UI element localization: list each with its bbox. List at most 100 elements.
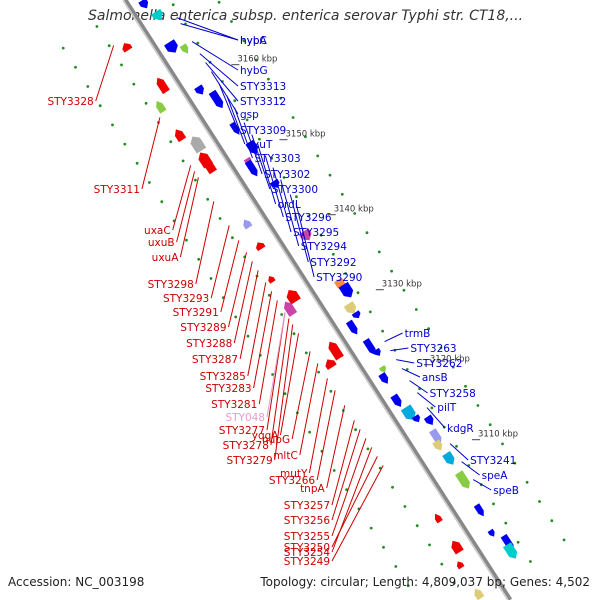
forward-gene-shape xyxy=(442,450,455,465)
track-dot xyxy=(98,104,102,108)
gene-label: STY3277 xyxy=(219,425,265,437)
label-leader xyxy=(226,95,246,145)
gene-label: STY3289 xyxy=(180,322,226,334)
reverse-gene xyxy=(122,43,133,53)
forward-gene xyxy=(411,414,421,423)
track-dot xyxy=(267,77,270,81)
forward-gene-shape xyxy=(473,503,484,517)
label-leader xyxy=(179,177,199,258)
track-dot xyxy=(317,370,320,374)
track-dot xyxy=(185,238,188,242)
topology-label: Topology: circular; Length: 4,809,037 bp… xyxy=(260,575,590,589)
label-leader xyxy=(251,134,271,190)
label-leader xyxy=(331,456,378,548)
reverse-gene xyxy=(190,136,207,154)
track-dot xyxy=(292,332,296,336)
forward-gene-shape xyxy=(164,39,178,53)
label-leader xyxy=(141,117,161,190)
track-dot xyxy=(382,545,385,549)
genome-axis xyxy=(122,0,513,600)
track-dot xyxy=(538,500,541,503)
track-dot xyxy=(430,406,434,410)
gene-label: STY3300 xyxy=(272,184,318,196)
gene-label: hybG xyxy=(240,65,268,77)
label-leader xyxy=(416,392,436,408)
forward-gene-shape xyxy=(151,8,163,21)
track-dot xyxy=(148,181,151,184)
track-dot xyxy=(169,140,173,144)
track-dot xyxy=(331,252,335,256)
track-dot xyxy=(329,389,333,393)
gene-label: kdgR xyxy=(447,423,474,435)
label-leader xyxy=(270,318,290,446)
forward-gene xyxy=(442,450,455,465)
label-leader xyxy=(295,203,315,278)
gene-label: STY3266 xyxy=(269,475,316,487)
forward-gene-shape xyxy=(343,301,357,314)
reverse-gene xyxy=(255,242,266,252)
label-leader xyxy=(243,122,263,175)
label-leader xyxy=(239,270,259,360)
track-dot xyxy=(428,543,431,547)
track-dot xyxy=(439,346,443,350)
track-dot xyxy=(525,480,529,484)
track-dot xyxy=(529,560,532,563)
reverse-gene xyxy=(474,588,485,600)
forward-gene xyxy=(164,39,178,53)
forward-gene-shape xyxy=(345,319,358,335)
track-dot xyxy=(271,373,274,376)
gene-label: STY3283 xyxy=(205,383,251,395)
track-dot xyxy=(354,428,357,432)
label-leader xyxy=(264,155,284,218)
gene-label: uxuB xyxy=(148,237,175,249)
track-dot xyxy=(86,85,90,88)
track-dot xyxy=(196,41,200,45)
label-leader xyxy=(172,165,192,231)
track-dot xyxy=(132,82,136,86)
forward-gene xyxy=(229,121,240,135)
track-dot xyxy=(356,291,360,295)
gene-label: STY3249 xyxy=(284,556,330,568)
gene-label: STY3241 xyxy=(470,455,516,467)
label-leader xyxy=(95,45,115,102)
track-dot xyxy=(308,430,311,434)
track-dot xyxy=(160,200,164,204)
label-leader xyxy=(331,438,367,537)
gene-label: trmB xyxy=(405,328,431,340)
reverse-gene xyxy=(204,160,217,175)
forward-gene xyxy=(208,89,224,109)
forward-gene xyxy=(244,159,258,177)
forward-gene xyxy=(179,43,189,54)
gene-label: STY3294 xyxy=(301,241,348,253)
label-leader xyxy=(253,291,273,389)
reverse-gene-shape xyxy=(156,101,167,114)
track-dot xyxy=(345,488,348,492)
label-leader xyxy=(396,359,415,364)
label-leader xyxy=(289,194,309,263)
forward-gene xyxy=(362,337,376,355)
label-leader xyxy=(205,62,239,102)
gene-label: hypA xyxy=(240,35,268,47)
label-leader xyxy=(472,479,492,491)
track-dot xyxy=(270,156,274,160)
forward-gene xyxy=(423,414,434,426)
label-leader xyxy=(384,332,403,343)
gene-label: STY3263 xyxy=(410,343,456,355)
label-leader xyxy=(331,429,361,521)
track-dot xyxy=(304,351,308,355)
reverse-gene-shape xyxy=(451,540,464,555)
label-leader xyxy=(449,443,469,461)
label-leader xyxy=(308,378,328,474)
gene-label: STY3255 xyxy=(284,531,330,543)
label-leader xyxy=(326,405,346,489)
label-leader xyxy=(258,300,278,405)
gene-label: STY3278 xyxy=(223,440,269,452)
track-dot xyxy=(233,99,237,103)
reverse-gene-shape xyxy=(456,561,465,570)
track-dot xyxy=(344,272,347,275)
scale-tick-label: 3120 kbp xyxy=(430,355,470,365)
forward-gene xyxy=(378,365,387,373)
reverse-gene-shape xyxy=(283,301,298,317)
reverse-gene-shape xyxy=(434,513,443,524)
